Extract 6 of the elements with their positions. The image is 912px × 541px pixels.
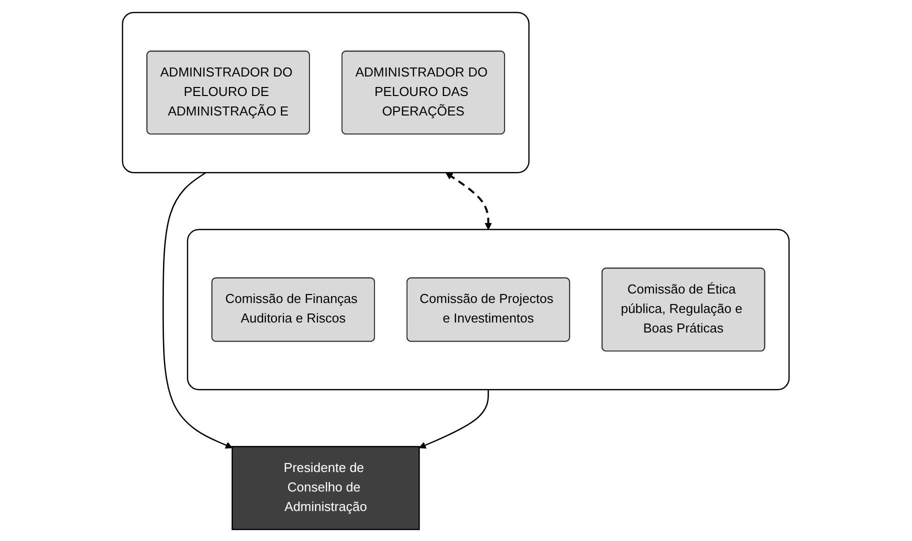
arrow xyxy=(419,389,490,448)
cluster xyxy=(187,228,790,390)
node-box: Presidente de Conselho de Administração xyxy=(232,445,420,530)
arrow xyxy=(162,172,233,448)
arrow xyxy=(446,172,492,230)
cluster xyxy=(122,11,530,173)
